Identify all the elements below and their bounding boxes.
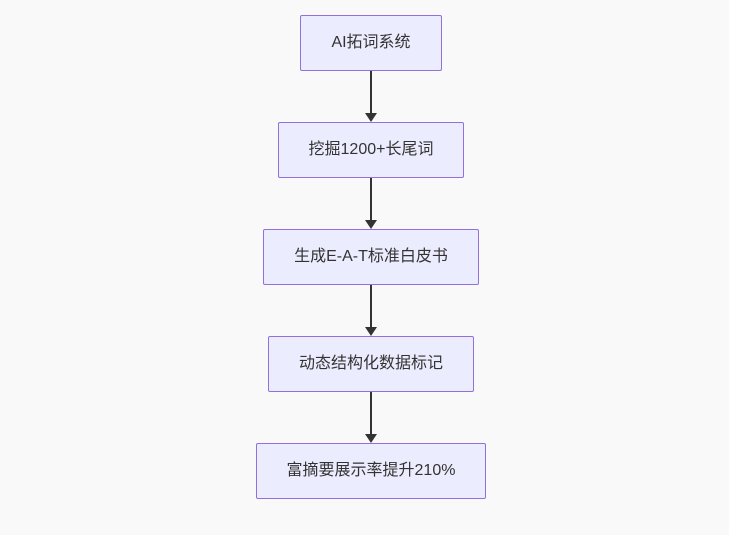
flowchart: AI拓词系统 挖掘1200+长尾词 生成E-A-T标准白皮书 动态结构化数据标记 [255,15,487,499]
flow-node-rich-snippet-result: 富摘要展示率提升210% [255,443,487,499]
arrow-line [370,178,372,221]
flow-node-longtail-keywords: 挖掘1200+长尾词 [277,122,465,178]
flow-node-structured-data: 动态结构化数据标记 [267,336,474,392]
flow-arrow-4 [365,392,377,443]
arrow-head-icon [365,434,377,443]
flow-arrow-1 [365,71,377,122]
arrow-head-icon [365,327,377,336]
flow-node-label: AI拓词系统 [331,34,411,51]
flow-node-label: 富摘要展示率提升210% [286,462,456,479]
flow-arrow-3 [365,285,377,336]
arrow-line [370,285,372,328]
flow-node-label: 生成E-A-T标准白皮书 [294,248,448,265]
arrow-head-icon [365,113,377,122]
arrow-head-icon [365,220,377,229]
flow-node-label: 动态结构化数据标记 [298,355,443,372]
arrow-line [370,392,372,435]
arrow-line [370,71,372,114]
flow-node-eat-whitepaper: 生成E-A-T标准白皮书 [263,229,479,285]
flow-node-ai-system: AI拓词系统 [300,15,442,71]
flow-node-label: 挖掘1200+长尾词 [308,141,434,158]
flow-arrow-2 [365,178,377,229]
